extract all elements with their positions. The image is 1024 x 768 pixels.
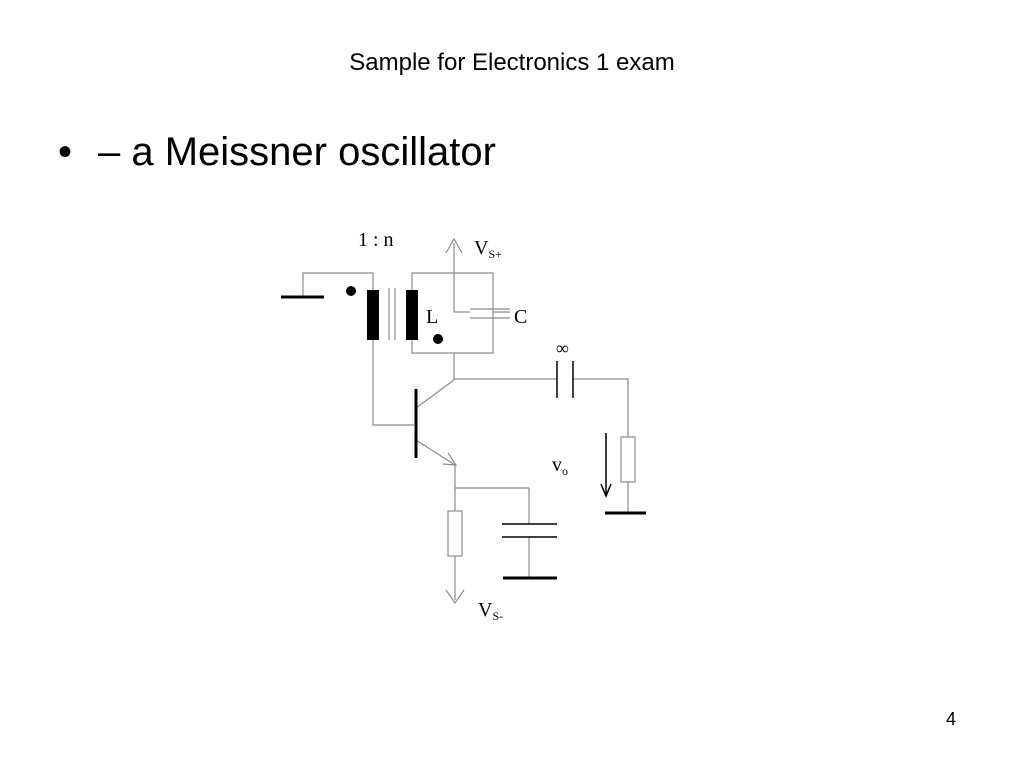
turns-ratio-label: 1 : n <box>358 229 394 251</box>
transformer-secondary-coil <box>406 290 418 340</box>
primary-polarity-dot <box>346 286 356 296</box>
vo-label: vo <box>552 454 568 478</box>
bullet-text: – a Meissner oscillator <box>98 130 496 174</box>
bullet-dot: • <box>58 130 73 174</box>
coupling-capacitor <box>556 361 574 398</box>
vs-minus-sub: S- <box>492 609 503 623</box>
vs-plus-main: V <box>474 237 489 259</box>
vs-minus-label: VS- <box>478 599 503 623</box>
inductor-label: L <box>426 306 438 328</box>
tank-capacitor <box>470 308 510 319</box>
vs-plus-sub: S+ <box>488 247 502 261</box>
capacitor-label: C <box>514 306 527 328</box>
load-resistor <box>620 436 636 483</box>
vs-plus-label: VS+ <box>474 237 502 261</box>
vo-main: v <box>552 454 562 476</box>
bullet-item: • – a Meissner oscillator <box>58 128 496 176</box>
emitter-resistor <box>447 510 463 557</box>
transformer-core <box>388 288 396 340</box>
circuit-wires <box>302 243 629 600</box>
arrowheads <box>442 237 465 605</box>
emitter-bypass-capacitor <box>502 523 557 538</box>
slide-title: Sample for Electronics 1 exam <box>349 49 675 76</box>
vs-minus-main: V <box>478 599 493 621</box>
transformer-primary-coil <box>367 290 379 340</box>
vo-arrow <box>600 433 612 498</box>
secondary-polarity-dot <box>433 334 443 344</box>
page-number: 4 <box>946 709 957 729</box>
coupling-cap-label: ∞ <box>556 338 569 358</box>
vo-sub: o <box>562 464 568 478</box>
